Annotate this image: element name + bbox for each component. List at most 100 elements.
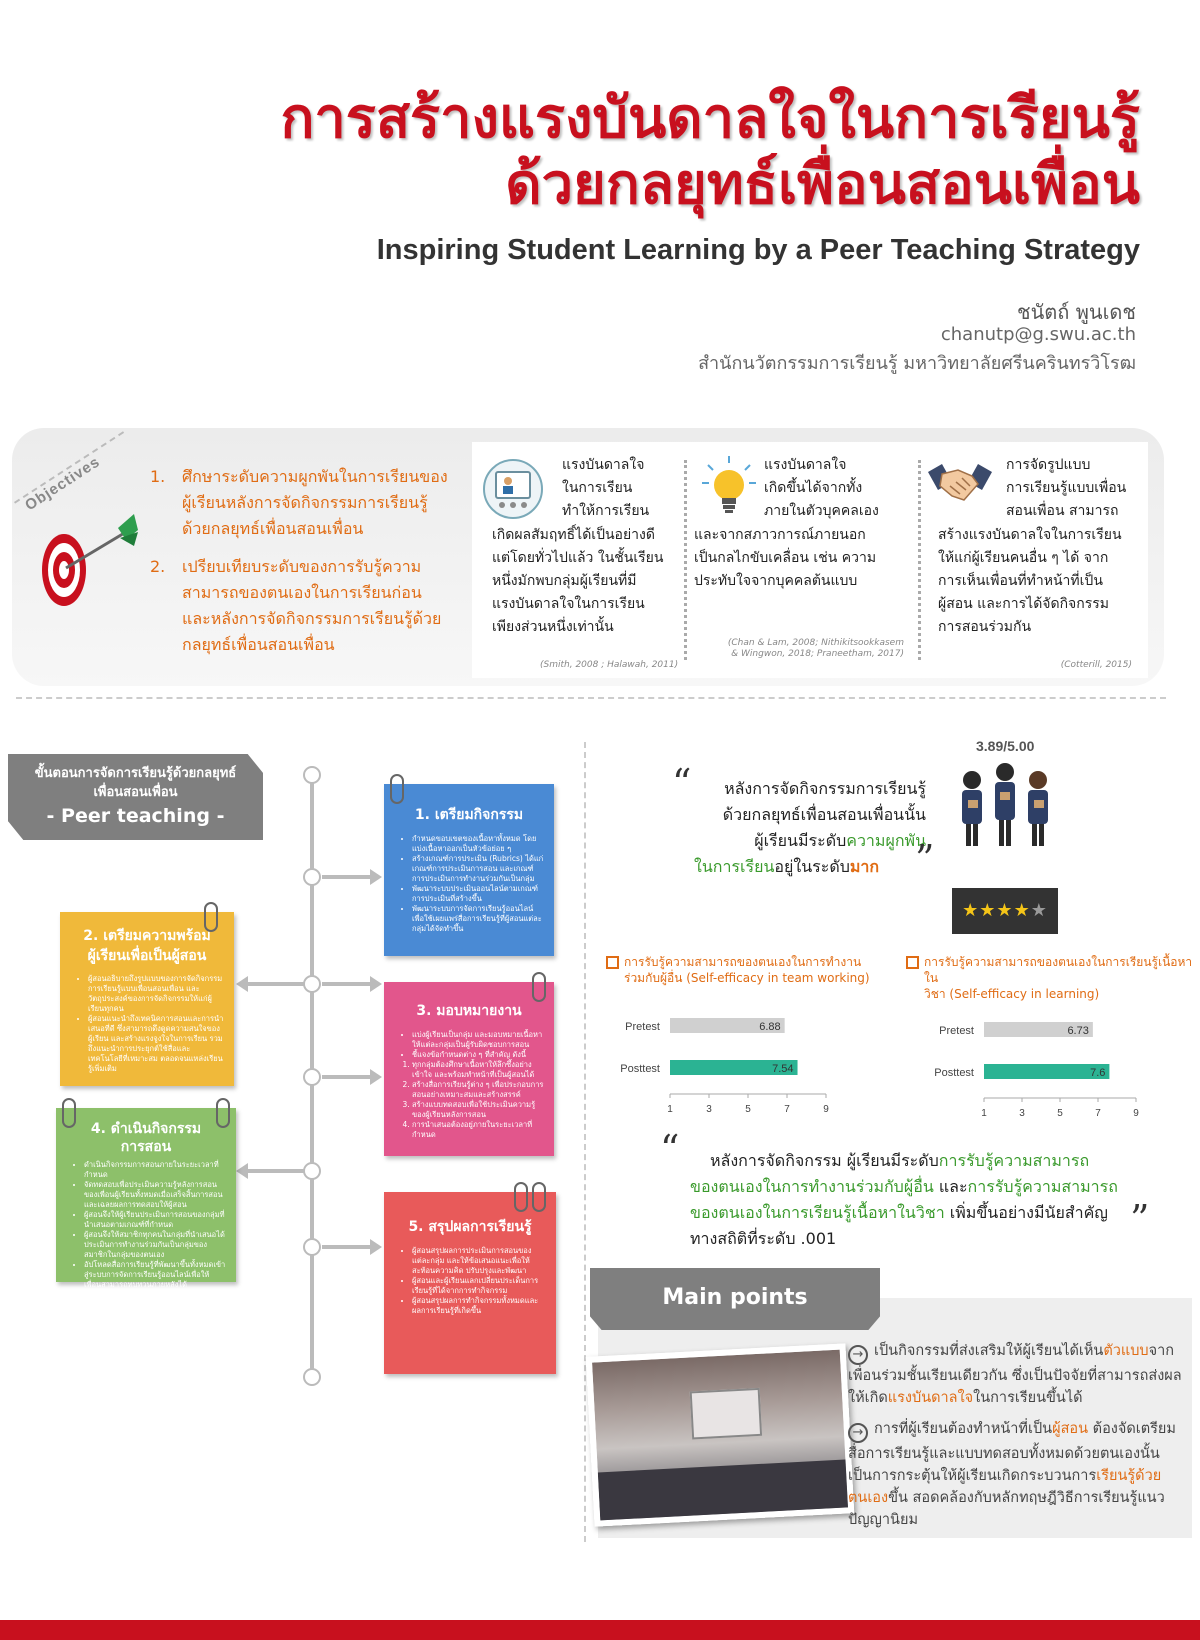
card-divider xyxy=(918,460,921,660)
card-divider xyxy=(684,460,687,660)
data-label: 6.88 xyxy=(759,1021,780,1033)
step-card-1: 1. เตรียมกิจกรรม กำหนดขอบเขตของเนื้อหาทั… xyxy=(384,774,554,956)
step-subitems: ทุกกลุ่มต้องศึกษาเนื้อหาให้ลึกซึ้งอย่างเ… xyxy=(384,1060,554,1140)
card-body-line: ให้แก่ผู้เรียนคนอื่น ๆ ได้ จาก xyxy=(938,550,1109,566)
paperclip-icon xyxy=(216,1098,230,1128)
card-lead: แรงบันดาลใจ เกิดขึ้นได้จากทั้ง ภายในตัวบ… xyxy=(764,454,879,523)
background-card-1: แรงบันดาลใจ ในการเรียน ทำให้การเรียน เกิ… xyxy=(482,454,682,674)
step-bullets: ผู้สอนสรุปผลการประเมินการสอนของแต่ละกลุ่… xyxy=(384,1238,556,1316)
author-affiliation: สำนักนวัตกรรมการเรียนรู้ มหาวิทยาลัยศรีน… xyxy=(698,353,1136,374)
result-quote-2: หลังการจัดกิจกรรม ผู้เรียนมีระดับการรับร… xyxy=(690,1148,1130,1252)
step-title: 3. มอบหมายงาน xyxy=(416,1003,522,1019)
step-bullet: ดำเนินกิจกรรมการสอนภายในระยะเวลาที่กำหนด xyxy=(84,1160,226,1180)
step-title: 2. เตรียมความพร้อมผู้เรียนเพื่อเป็นผู้สอ… xyxy=(83,928,211,964)
step-title: 5. สรุปผลการเรียนรู้ xyxy=(408,1219,532,1235)
background-cards: แรงบันดาลใจ ในการเรียน ทำให้การเรียน เกิ… xyxy=(472,442,1148,678)
title-line-1: การสร้างแรงบันดาลใจในการเรียนรู้ xyxy=(280,86,1140,151)
main-point-1-highlight-1: ตัวแบบ xyxy=(1103,1343,1149,1359)
paperclip-icon xyxy=(532,1182,546,1212)
quote2-highlight-1: การรับรู้ความสามารถ xyxy=(938,1151,1090,1170)
card-lead: การจัดรูปแบบ การเรียนรู้แบบเพื่อน สอนเพื… xyxy=(1006,454,1126,523)
card-body-line: แรงบันดาลใจในการเรียน xyxy=(492,596,645,612)
paperclip-icon xyxy=(514,1182,528,1212)
author-name: ชนัตถ์ พูนเดช xyxy=(1017,300,1136,324)
objective-item-1: 1. ศึกษาระดับความผูกพันในการเรียนของผู้เ… xyxy=(150,464,450,542)
steps-header-line-2: เพื่อนสอนเพื่อน xyxy=(93,785,178,800)
close-quote-1: ” xyxy=(915,837,935,881)
x-tick-label: 5 xyxy=(1057,1108,1063,1119)
step-bullet: แบ่งผู้เรียนเป็นกลุ่ม และมอบหมายเนื้อหาใ… xyxy=(412,1030,544,1050)
bar-posttest xyxy=(670,1060,798,1075)
quote2-tail-2: ทางสถิติที่ระดับ .001 xyxy=(690,1229,837,1248)
main-point-1-highlight-2: แรงบันดาลใจ xyxy=(887,1390,974,1406)
steps-header-line-1: ขั้นตอนการจัดการเรียนรู้ด้วยกลยุทธ์ xyxy=(34,766,237,781)
timeline-node xyxy=(303,975,321,993)
step-subitem: สร้างสื่อการเรียนรู้ต่าง ๆ เพื่อประกอบกา… xyxy=(412,1080,546,1100)
classroom-photo xyxy=(585,1343,855,1527)
step-card-2: 2. เตรียมความพร้อมผู้เรียนเพื่อเป็นผู้สอ… xyxy=(60,902,234,1086)
chart-2-title: การรับรู้ความสามารถของตนเองในการเรียนรู้… xyxy=(906,954,1196,1002)
main-point-2-text-c: ขึ้น สอดคล้องกับหลักทฤษฎีวิธีการเรียนรู้… xyxy=(848,1490,1165,1528)
arrow-to-step-3b xyxy=(322,1069,382,1085)
card-body: เกิดผลสัมฤทธิ์ได้เป็นอย่างดี แต่โดยทั่วไ… xyxy=(492,524,663,639)
step-title: 4. ดำเนินกิจกรรมการสอน xyxy=(90,1121,202,1155)
step-bullet: พัฒนาระบบประเมินออนไลน์ตามเกณฑ์การประเมิ… xyxy=(412,884,544,904)
step-subitem: การนำเสนอต้องอยู่ภายในระยะเวลาที่กำหนด xyxy=(412,1120,546,1140)
x-tick-label: 3 xyxy=(1019,1108,1025,1119)
steps-header: ขั้นตอนการจัดการเรียนรู้ด้วยกลยุทธ์ เพื่… xyxy=(8,754,263,840)
x-tick-label: 1 xyxy=(667,1104,673,1115)
english-title: Inspiring Student Learning by a Peer Tea… xyxy=(376,234,1140,266)
arrow-to-step-4 xyxy=(236,1163,304,1179)
footer-bar xyxy=(0,1620,1200,1640)
step-bullets: กำหนดขอบเขตของเนื้อหาทั้งหมด โดยแบ่งเนื้… xyxy=(384,826,554,934)
background-card-2: แรงบันดาลใจ เกิดขึ้นได้จากทั้ง ภายในตัวบ… xyxy=(694,454,904,674)
card-body-line: หนึ่งมักพบกลุ่มผู้เรียนที่มี xyxy=(492,573,637,589)
step-title: 1. เตรียมกิจกรรม xyxy=(414,807,524,823)
column-divider xyxy=(584,742,586,1542)
open-quote-2: “ xyxy=(660,1127,680,1171)
x-tick-label: 5 xyxy=(745,1104,751,1115)
main-point-2-highlight-1: ผู้สอน xyxy=(1052,1421,1089,1437)
star-filled-icon: ★ xyxy=(979,900,997,921)
rating-stars: ★★★★★ xyxy=(952,888,1058,934)
target-icon xyxy=(42,514,138,606)
data-label: 7.6 xyxy=(1090,1067,1105,1079)
card-lead-line: เกิดขึ้นได้จากทั้ง xyxy=(764,480,863,496)
card-lead-line: การเรียนรู้แบบเพื่อน xyxy=(1006,480,1127,496)
card-body-line: เกิดผลสัมฤทธิ์ได้เป็นอย่างดี xyxy=(492,527,655,543)
x-tick-label: 9 xyxy=(823,1104,829,1115)
card-body: สร้างแรงบันดาลใจในการเรียน ให้แก่ผู้เรีย… xyxy=(938,524,1122,639)
step-bullet: สร้างเกณฑ์การประเมิน (Rubrics) ได้แก่ เก… xyxy=(412,854,544,884)
step-bullet: ผู้สอนอธิบายถึงรูปแบบของการจัดกิจกรรมการ… xyxy=(88,974,224,1014)
quote2-tail: เพิ่มขึ้นอย่างมีนัยสำคัญ xyxy=(944,1203,1108,1222)
chart-title-line: การรับรู้ความสามารถของตนเองในการเรียนรู้… xyxy=(924,955,1193,985)
objectives-list: 1. ศึกษาระดับความผูกพันในการเรียนของผู้เ… xyxy=(150,464,450,670)
main-point-2: →การที่ผู้เรียนต้องทำหน้าที่เป็นผู้สอน ต… xyxy=(848,1418,1182,1531)
step-bullet: พัฒนาระบบการจัดการเรียนรู้ออนไลน์ เพื่อใ… xyxy=(412,904,544,934)
data-label: 7.54 xyxy=(772,1063,793,1075)
arrow-to-step-1 xyxy=(322,869,382,885)
objective-num: 2. xyxy=(150,557,166,576)
projector-screen xyxy=(689,1387,763,1440)
main-point-1-text-b: จากเพื่อนร่วมชั้นเรียนเดียวกัน ซึ่งเป็นป… xyxy=(848,1343,1182,1406)
quote2-lead: หลังการจัดกิจกรรม ผู้เรียนมีระดับ xyxy=(710,1151,939,1170)
checkbox-icon xyxy=(606,956,619,969)
card-citation: (Cotterill, 2015) xyxy=(1060,660,1132,670)
step-bullets: แบ่งผู้เรียนเป็นกลุ่ม และมอบหมายเนื้อหาใ… xyxy=(384,1022,554,1060)
quote2-highlight-2b: ของตนเองในการเรียนรู้เนื้อหาในวิชา xyxy=(690,1203,945,1222)
arrow-circle-icon: → xyxy=(848,1423,868,1443)
step-bullet: ผู้สอนและผู้เรียนแลกเปลี่ยนประเด็นการเรี… xyxy=(412,1276,546,1296)
students-illustration xyxy=(962,763,1048,846)
main-point-1-text-c: ในการเรียนขึ้นได้ xyxy=(973,1390,1083,1406)
card-body-line: ผู้สอน และการได้จัดกิจกรรม xyxy=(938,596,1110,612)
quote1-highlight-engagement: ความผูกพัน xyxy=(846,831,926,850)
objective-text: เปรียบเทียบระดับของการรับรู้ความสามารถขอ… xyxy=(182,557,442,654)
x-tick-label: 3 xyxy=(706,1104,712,1115)
rating-board: ★★★★★ xyxy=(952,888,1058,934)
handshake-icon xyxy=(928,464,992,501)
bar-pretest xyxy=(984,1022,1093,1037)
timeline-node xyxy=(303,868,321,886)
step-bullets: ดำเนินกิจกรรมการสอนภายในระยะเวลาที่กำหนด… xyxy=(56,1156,236,1290)
card-body-line: แต่โดยทั่วไปแล้ว ในชั้นเรียน xyxy=(492,550,664,566)
